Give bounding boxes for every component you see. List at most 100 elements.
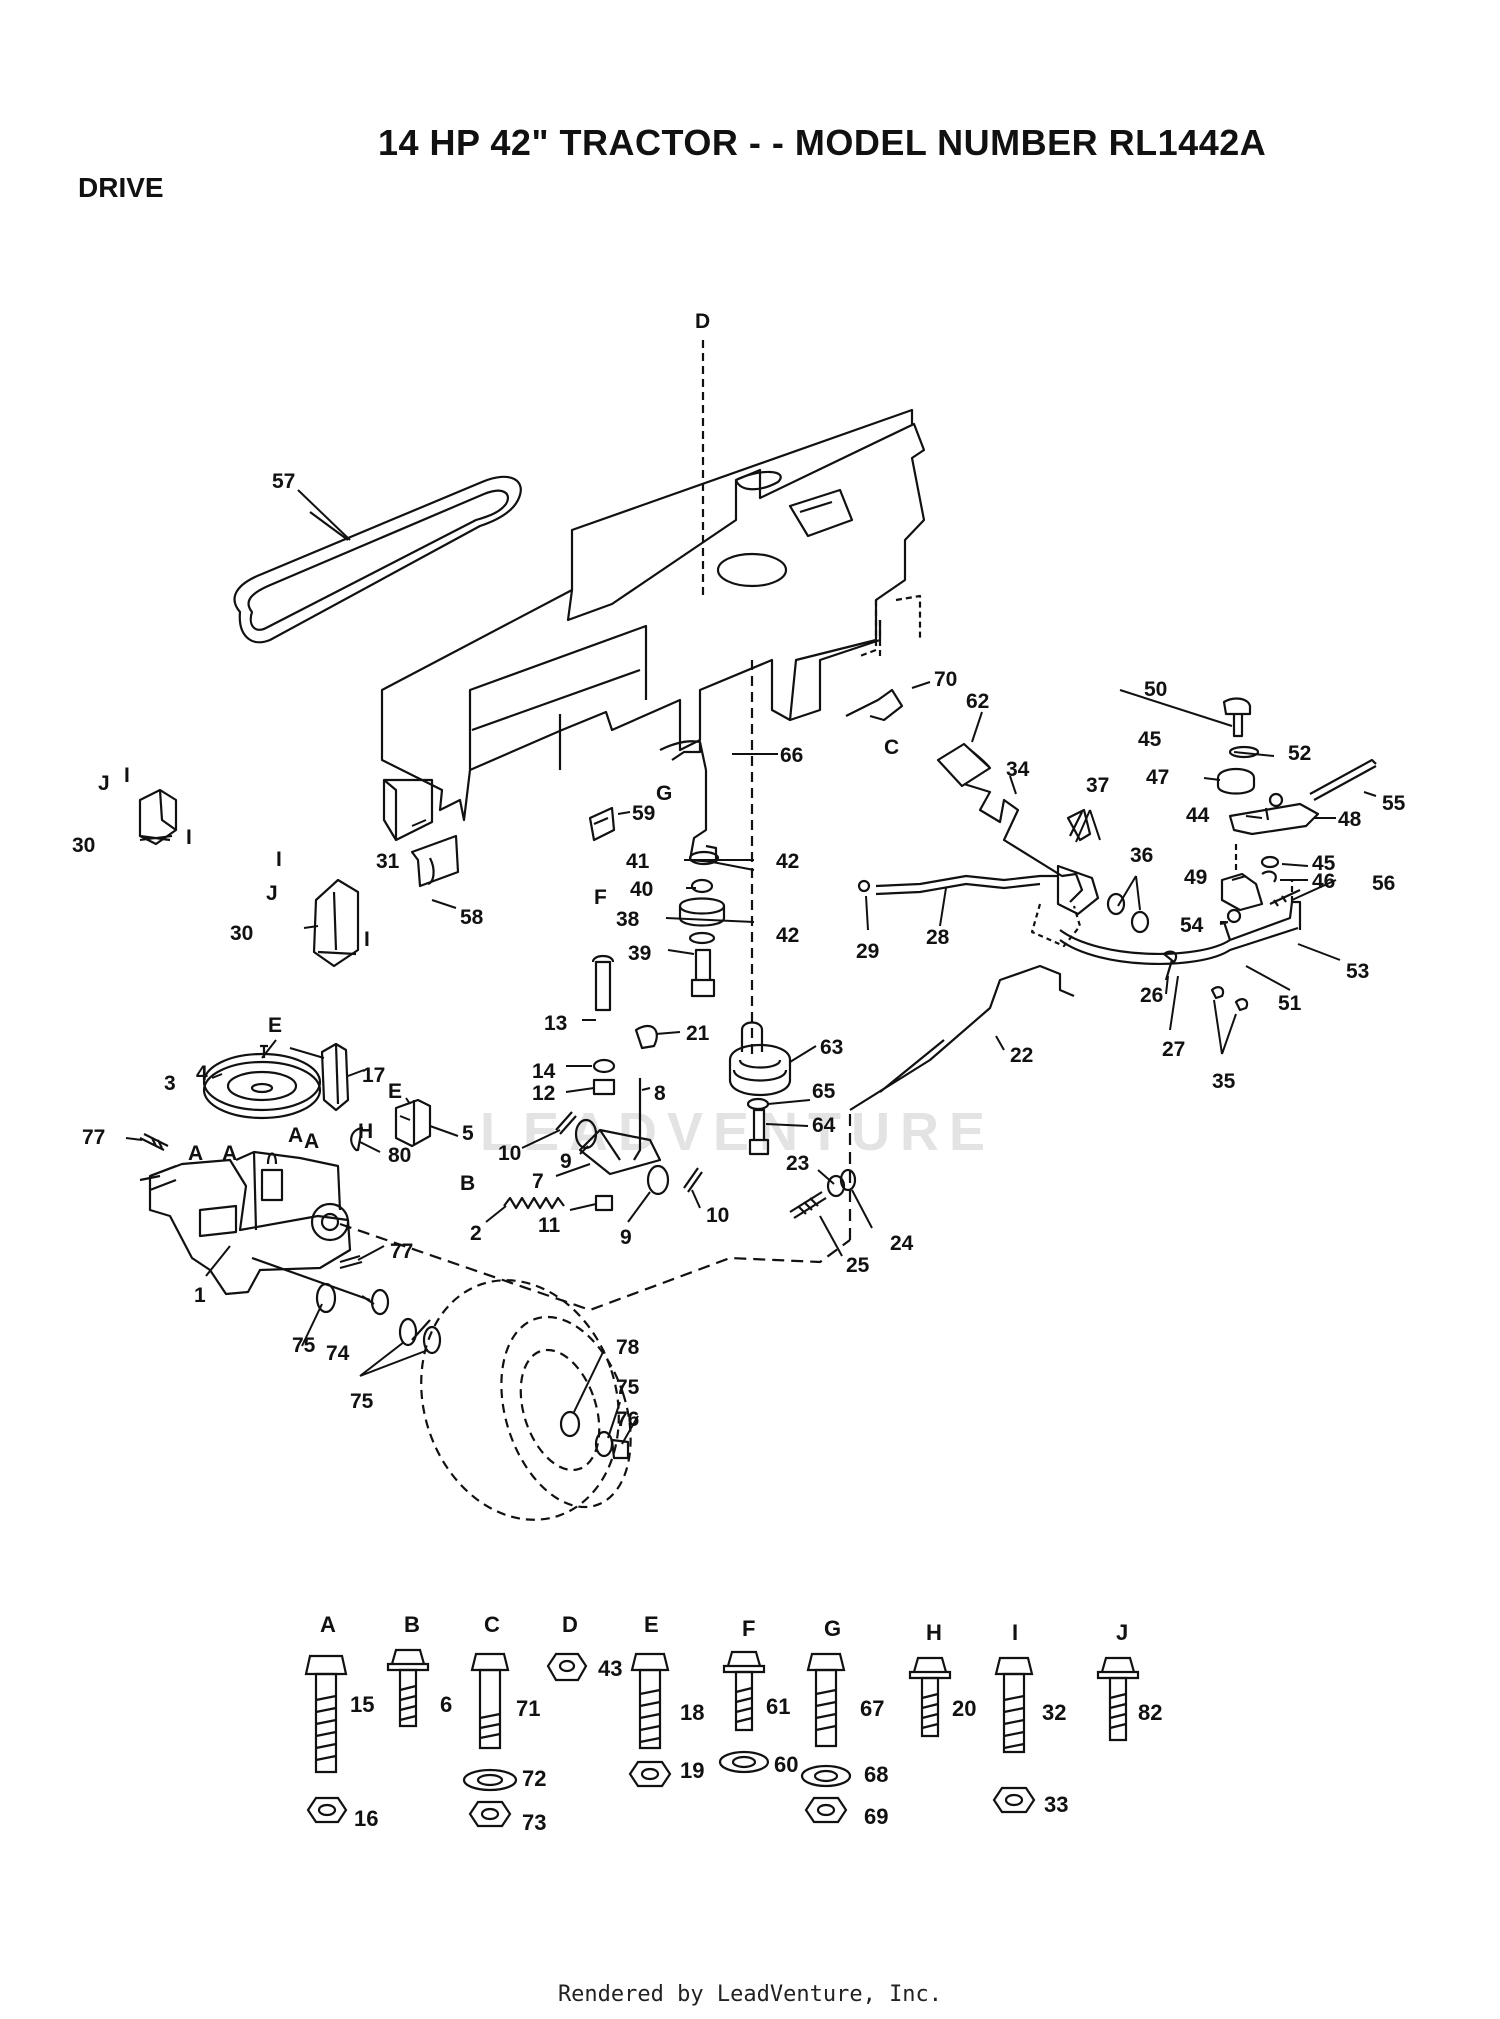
- part-69: 69: [864, 1804, 888, 1829]
- nut-33-icon: [992, 1786, 1036, 1814]
- section-title: DRIVE: [78, 172, 164, 203]
- drive-belt: [233, 475, 522, 644]
- bushing-36b: [1130, 910, 1150, 934]
- idler-arm: [688, 770, 718, 864]
- washer-9b: [646, 1164, 670, 1196]
- callout-50: 50: [1144, 678, 1167, 701]
- callout-4: 4: [196, 1062, 208, 1085]
- kit-letter-C: C: [484, 1612, 500, 1637]
- callout-75a: 75: [292, 1334, 316, 1357]
- callout-34: 34: [1006, 758, 1030, 781]
- callout-42a: 42: [776, 850, 799, 873]
- callout-H-mid: H: [358, 1120, 373, 1143]
- pedal-62: [936, 742, 992, 788]
- callout-I-1: I: [186, 826, 192, 849]
- bolt-10a: [555, 1111, 577, 1135]
- ring-80: [350, 1126, 364, 1152]
- callout-80: 80: [388, 1144, 411, 1167]
- transaxle-1: [148, 1150, 375, 1305]
- bolt-71-icon: [470, 1652, 510, 1750]
- callout-44: 44: [1186, 804, 1210, 827]
- callout-A-4: A: [304, 1130, 319, 1153]
- part-73: 73: [522, 1810, 546, 1835]
- bolt-10b: [683, 1167, 703, 1193]
- part-43: 43: [598, 1656, 622, 1681]
- bolt-64: [748, 1108, 770, 1156]
- part-72: 72: [522, 1766, 546, 1791]
- callout-G-mid: G: [656, 782, 672, 805]
- bolt-39: [690, 948, 716, 998]
- bolt-15-icon: [304, 1654, 348, 1774]
- pedal-arm-34: [963, 782, 1084, 903]
- bushing-36a: [1106, 892, 1126, 916]
- callout-56: 56: [1372, 872, 1395, 895]
- bolt-20-icon: [908, 1656, 952, 1738]
- washer-52: [1228, 745, 1260, 759]
- nut-16-icon: [306, 1796, 348, 1824]
- callout-12: 12: [532, 1082, 555, 1105]
- callout-52: 52: [1288, 742, 1311, 765]
- callout-26: 26: [1140, 984, 1163, 1007]
- part-61: 61: [766, 1694, 790, 1719]
- callout-J-2: J: [266, 882, 278, 905]
- nut-43-icon: [546, 1652, 588, 1682]
- callout-9a: 9: [560, 1150, 572, 1173]
- kit-letter-D: D: [562, 1612, 578, 1637]
- rod-70: [845, 688, 904, 722]
- washer-72-icon: [462, 1768, 518, 1792]
- callout-D-top: D: [695, 310, 710, 333]
- bracket-17: [320, 1042, 350, 1112]
- dashed-link-transaxle: [339, 1222, 851, 1312]
- nut-24: [839, 1168, 857, 1192]
- bracket-59: [588, 806, 616, 842]
- nut-19-icon: [628, 1760, 672, 1788]
- kit-letter-J: J: [1116, 1620, 1128, 1645]
- clip-29: [857, 879, 871, 893]
- callout-77b: 77: [390, 1240, 413, 1263]
- rod-end-25: [789, 1191, 827, 1219]
- callout-30b: 30: [230, 922, 253, 945]
- rod-28: [875, 874, 1058, 888]
- kit-letter-E: E: [644, 1612, 659, 1637]
- bolt-77b: [339, 1254, 363, 1270]
- bracket-49: [1220, 872, 1264, 912]
- dashed-box-pedal: [1030, 903, 1082, 948]
- callout-39: 39: [628, 942, 651, 965]
- callout-14: 14: [532, 1060, 556, 1083]
- callout-labels: D 57 70 C 62 50 45 52 47 55 44 48 34 37 …: [72, 310, 1406, 1431]
- watermark-text: LEADVENTURE: [480, 1102, 995, 1162]
- callout-64: 64: [812, 1114, 836, 1137]
- callout-76: 76: [616, 1408, 639, 1431]
- washer-41: [688, 850, 720, 866]
- shift-rod-22: [849, 964, 1075, 1111]
- callout-36: 36: [1130, 844, 1153, 867]
- transmission-pulley-3: [202, 1052, 322, 1120]
- washer-75b-1: [398, 1317, 418, 1347]
- callout-77a: 77: [82, 1126, 105, 1149]
- kit-letter-F: F: [742, 1616, 755, 1641]
- knob-50: [1222, 697, 1252, 738]
- nut-69-icon: [804, 1796, 848, 1824]
- kit-letter-A: A: [320, 1612, 336, 1637]
- callout-51: 51: [1278, 992, 1302, 1015]
- rod-53: [1059, 900, 1302, 956]
- callout-24: 24: [890, 1232, 914, 1255]
- idler-bracket-66: [659, 740, 708, 771]
- part-6: 6: [440, 1692, 452, 1717]
- rod-8: [633, 1078, 642, 1161]
- rear-wheel: [420, 1279, 632, 1521]
- callout-22: 22: [1010, 1044, 1033, 1067]
- callout-35: 35: [1212, 1070, 1236, 1093]
- part-33: 33: [1044, 1792, 1068, 1817]
- hub-washer-78: [559, 1410, 581, 1438]
- spacer-74: [315, 1282, 337, 1314]
- callout-E-b: E: [388, 1080, 402, 1103]
- axle-shaft-left: [139, 1164, 177, 1192]
- callout-3: 3: [164, 1072, 176, 1095]
- callout-C-mid: C: [884, 736, 899, 759]
- leader-lines: [125, 489, 1377, 1445]
- spacer-40: [690, 878, 714, 894]
- cable-55: [1309, 758, 1377, 801]
- callout-10a: 10: [498, 1142, 521, 1165]
- callout-29: 29: [856, 940, 879, 963]
